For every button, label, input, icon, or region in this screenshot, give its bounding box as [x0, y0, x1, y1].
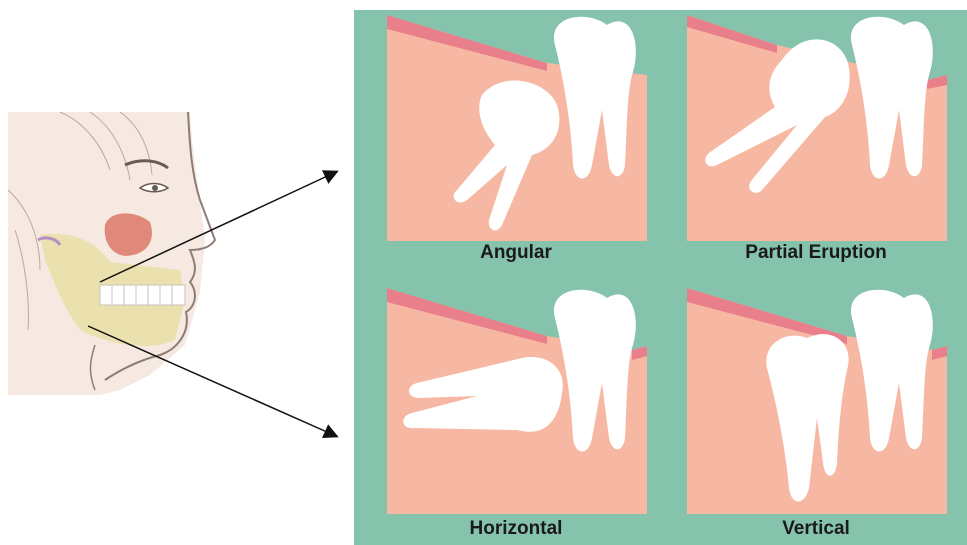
sinus — [105, 213, 152, 256]
panel-horizontal — [387, 288, 647, 514]
face-skin — [8, 112, 205, 395]
teeth — [100, 285, 185, 305]
label-partial-eruption: Partial Eruption — [671, 242, 961, 264]
face-profile-outline — [105, 112, 215, 380]
label-angular: Angular — [371, 242, 661, 264]
label-horizontal: Horizontal — [371, 518, 661, 540]
arrow-to-upper-panels — [100, 172, 336, 282]
panel-vertical — [687, 288, 947, 514]
arrow-to-lower-panels — [88, 326, 336, 436]
jaw-bone — [40, 234, 185, 346]
eyebrow — [125, 161, 168, 168]
impaction-types-grid: Angular Partial Eruption Horizontal — [354, 10, 967, 545]
panel-partial-eruption — [687, 15, 947, 241]
eye — [140, 184, 168, 192]
panel-angular — [387, 15, 647, 241]
label-vertical: Vertical — [671, 518, 961, 540]
ear-joint — [38, 238, 60, 245]
